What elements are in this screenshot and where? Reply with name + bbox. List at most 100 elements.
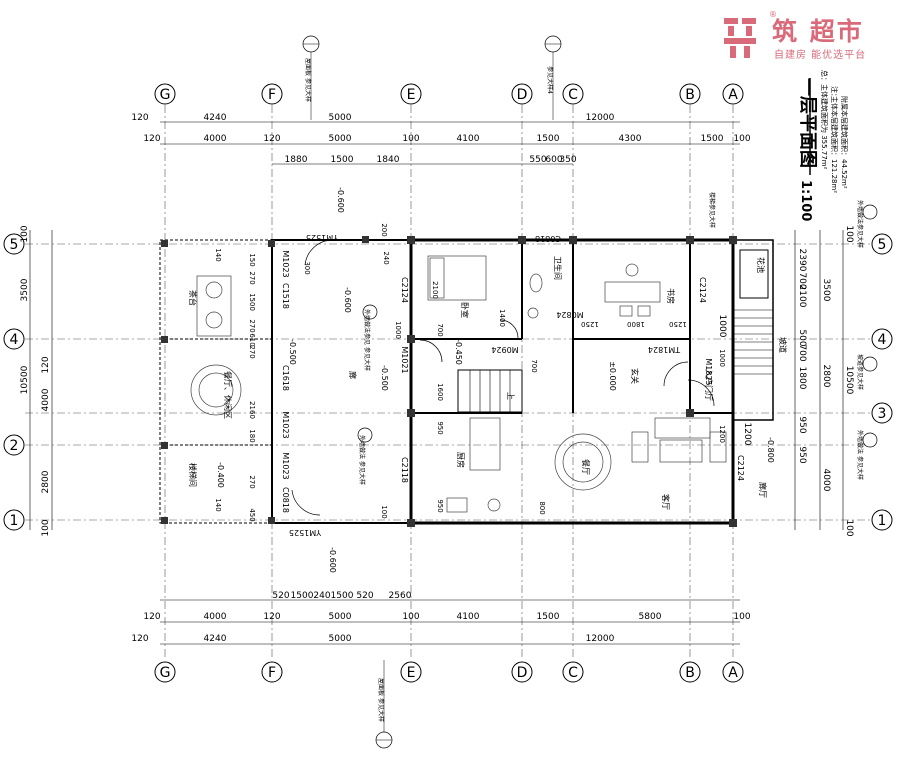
svg-text:M1825: M1825 — [704, 358, 713, 385]
title-block: 一层平面图 1:100 总：主体建筑面积为 355.77m² 主体本层建筑面积：… — [797, 70, 849, 221]
svg-text:2560: 2560 — [389, 591, 412, 601]
svg-text:100: 100 — [733, 612, 750, 622]
svg-text:4000: 4000 — [821, 469, 831, 492]
svg-text:5000: 5000 — [329, 612, 352, 622]
svg-text:1500: 1500 — [331, 591, 354, 601]
svg-text:F: F — [268, 87, 276, 103]
room-garden: 花池 — [756, 257, 766, 273]
right-dimension-texts: 100 3500 2800 4000 10500 100 2390 700 21… — [717, 225, 854, 536]
svg-text:5: 5 — [10, 237, 19, 253]
area-floor: 主体本层建筑面积：121.28m² — [830, 96, 839, 193]
svg-text:450: 450 — [248, 508, 256, 521]
svg-text:2800: 2800 — [41, 470, 51, 493]
svg-text:4000: 4000 — [204, 134, 227, 144]
svg-text:D: D — [517, 87, 528, 103]
svg-text:-0.600: -0.600 — [328, 547, 337, 573]
svg-text:100: 100 — [733, 134, 750, 144]
svg-text:G: G — [160, 87, 171, 103]
svg-text:5000: 5000 — [329, 634, 352, 644]
callout-notes: 屋面板 参见大样 参见大样4 屋面板 参见大样 外墙做法参见 参见大样 外墙做法… — [302, 35, 878, 749]
svg-text:楼梯参见大样: 楼梯参见大样 — [708, 192, 716, 228]
svg-text:700: 700 — [436, 323, 444, 336]
brand-logo-icon — [724, 18, 756, 58]
svg-text:1000: 1000 — [717, 315, 727, 338]
svg-text:500: 500 — [797, 329, 807, 346]
room-study: 书房 — [666, 288, 676, 304]
opening-codes: YM1525 YM1525 C0818 C2124 C2124 C2124 C2… — [281, 233, 745, 537]
svg-text:2100: 2100 — [431, 281, 439, 299]
svg-text:1500: 1500 — [331, 155, 354, 165]
columns — [161, 236, 737, 527]
svg-text:5000: 5000 — [329, 134, 352, 144]
svg-text:1840: 1840 — [377, 155, 400, 165]
svg-text:240: 240 — [313, 591, 330, 601]
svg-text:120: 120 — [131, 634, 148, 644]
svg-text:100: 100 — [380, 505, 388, 518]
plan-title: 一层平面图 — [797, 78, 818, 168]
svg-text:1800: 1800 — [627, 320, 645, 328]
svg-text:610: 610 — [248, 333, 256, 346]
brand-registered-mark: ® — [769, 10, 777, 19]
svg-text:1250: 1250 — [581, 320, 599, 328]
svg-text:550: 550 — [529, 155, 546, 165]
svg-text:E: E — [407, 87, 416, 103]
svg-text:140: 140 — [214, 248, 222, 261]
room-labels: 卧室 卫生间 书房 玄关 厨房 餐厅 客厅 入户门厅 花池 餐厅、休闲区 廊 茶… — [188, 256, 788, 510]
svg-text:2160: 2160 — [248, 401, 256, 419]
svg-text:100: 100 — [41, 519, 51, 536]
svg-text:10500: 10500 — [20, 365, 30, 394]
svg-text:950: 950 — [797, 416, 807, 433]
svg-text:C2124: C2124 — [698, 277, 707, 303]
svg-text:3: 3 — [878, 406, 887, 422]
room-ramp: 坡道 — [778, 337, 788, 353]
svg-text:E: E — [407, 665, 416, 681]
svg-text:120: 120 — [263, 134, 280, 144]
svg-text:2100: 2100 — [797, 285, 807, 308]
svg-text:2: 2 — [10, 438, 19, 454]
svg-text:100: 100 — [402, 134, 419, 144]
svg-text:C2124: C2124 — [400, 277, 409, 303]
svg-text:120: 120 — [263, 612, 280, 622]
brand-name: 筑 超市 — [772, 17, 864, 46]
room-lobby: 廊厅 — [758, 482, 768, 498]
svg-text:外墙做法 参见大样: 外墙做法 参见大样 — [358, 435, 366, 485]
svg-text:4100: 4100 — [457, 612, 480, 622]
svg-text:1: 1 — [10, 513, 19, 529]
svg-text:3500: 3500 — [20, 278, 30, 301]
level-marks: ±0.000 -0.450 -0.500 -0.500 -0.600 -0.60… — [216, 187, 775, 573]
area-total: 总：主体建筑面积为 355.77m² — [820, 70, 829, 170]
svg-text:950: 950 — [436, 499, 444, 512]
svg-text:4000: 4000 — [204, 612, 227, 622]
svg-text:180: 180 — [248, 429, 256, 442]
svg-text:1500: 1500 — [291, 591, 314, 601]
svg-text:270: 270 — [248, 475, 256, 488]
svg-text:-0.500: -0.500 — [380, 365, 389, 391]
svg-text:1800: 1800 — [797, 367, 807, 390]
svg-text:10500: 10500 — [844, 366, 854, 395]
svg-text:4240: 4240 — [204, 113, 227, 123]
svg-text:D: D — [517, 665, 528, 681]
svg-text:外墙做法 参见大样: 外墙做法 参见大样 — [856, 430, 864, 480]
svg-text:参见大样4: 参见大样4 — [546, 66, 554, 94]
svg-text:-0.800: -0.800 — [766, 437, 775, 463]
axis-bubble-bottom: G F E D C B A — [154, 661, 744, 683]
svg-text:-0.450: -0.450 — [454, 339, 463, 365]
svg-text:-0.600: -0.600 — [336, 187, 345, 213]
axis-bubble-left: 5 4 2 1 — [3, 233, 25, 531]
axis-grid — [25, 105, 875, 660]
svg-text:C2118: C2118 — [400, 457, 409, 483]
room-bedroom: 卧室 — [460, 302, 470, 318]
svg-text:M0824: M0824 — [556, 310, 583, 319]
room-dining: 餐厅 — [581, 459, 590, 475]
svg-text:120: 120 — [143, 612, 160, 622]
area-note-prefix: 注： — [830, 86, 839, 100]
svg-text:5800: 5800 — [639, 612, 662, 622]
svg-text:1250: 1250 — [669, 320, 687, 328]
svg-text:C1618: C1618 — [281, 365, 290, 391]
svg-text:120: 120 — [131, 113, 148, 123]
svg-text:100: 100 — [402, 612, 419, 622]
area-yard: 附属本层建筑面积：44.52m² — [840, 96, 849, 189]
dimension-texts: 120 4240 5000 12000 120 4000 120 5000 10… — [131, 113, 750, 644]
room-stairs-porch: 楼梯间 — [188, 463, 198, 487]
svg-text:C0818: C0818 — [281, 487, 290, 513]
